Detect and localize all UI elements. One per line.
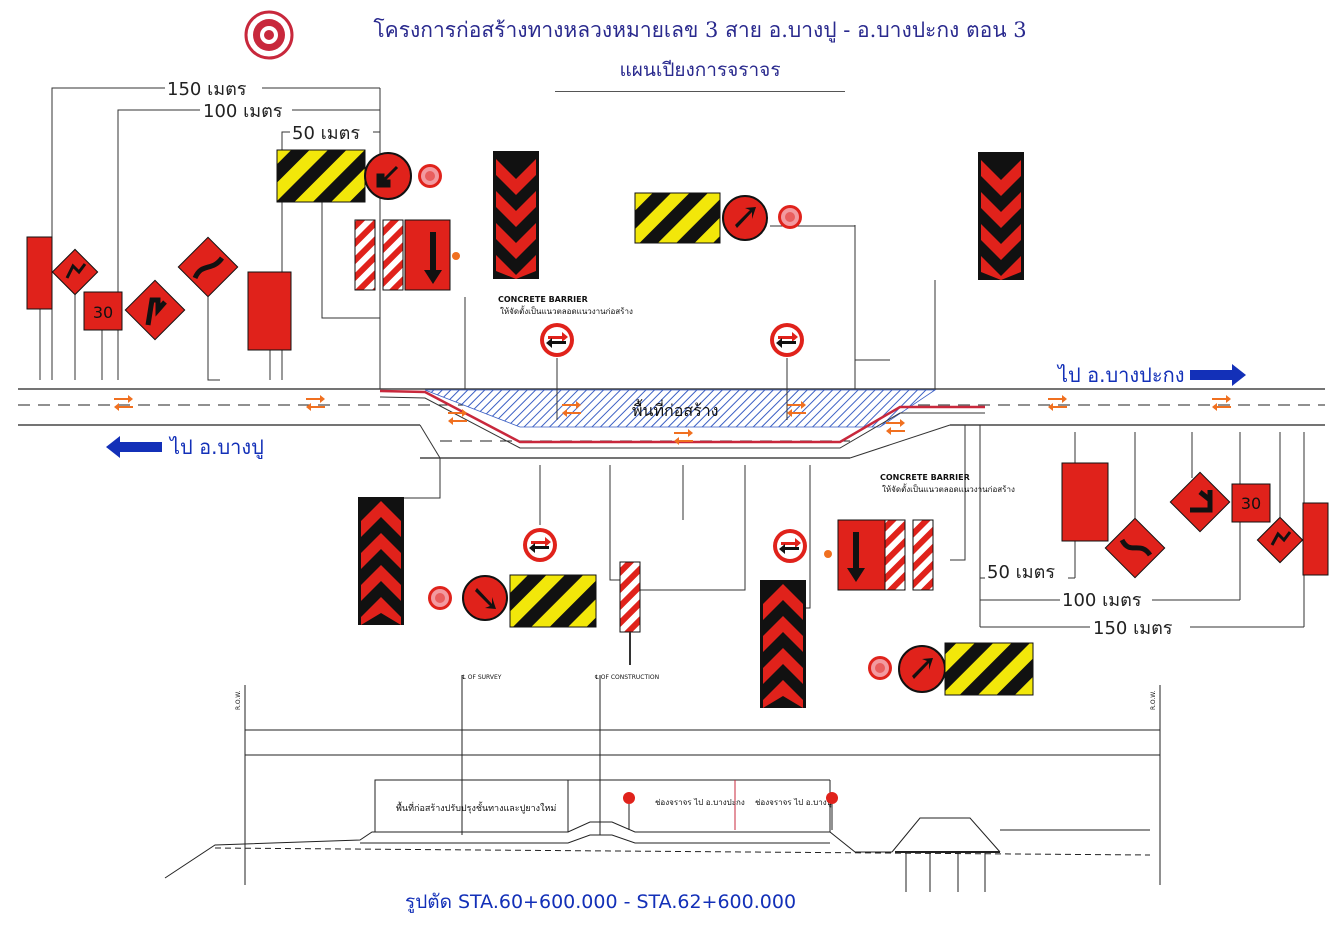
arrow-sign-bottom-left-icon bbox=[462, 575, 508, 621]
distance-label-50-left: 50 เมตร bbox=[292, 123, 360, 144]
two-way-sign-4-icon bbox=[773, 529, 807, 563]
survey-centerline-label: ℄ OF SURVEY bbox=[462, 674, 502, 681]
distance-label-150-left: 150 เมตร bbox=[167, 79, 247, 100]
row-label-left: R.O.W. bbox=[235, 691, 242, 710]
reconstruction-area-label: พื้นที่ก่อสร้างปรับปรุงชั้นทางและปูยางให… bbox=[396, 801, 556, 814]
page-subtitle: แผนเปียงการจราจร bbox=[555, 55, 845, 92]
barricade-2 bbox=[382, 219, 404, 291]
construction-centerline-label: ℄ OF CONSTRUCTION bbox=[595, 674, 659, 681]
speed-limit-value: 30 bbox=[93, 303, 113, 322]
detour-sign bbox=[247, 271, 292, 351]
two-way-sign-1-icon bbox=[540, 323, 574, 357]
warning-lamp-icon-2 bbox=[778, 205, 802, 229]
road-outline bbox=[18, 388, 1325, 459]
concrete-barrier-note-top: ให้จัดตั้งเป็นแนวตลอดแนวงานก่อสร้าง bbox=[500, 305, 633, 316]
road-closed-sign-left bbox=[404, 219, 451, 291]
warning-lamp-icon-3 bbox=[428, 586, 452, 610]
two-way-sign-3-icon bbox=[523, 528, 557, 562]
detour-sign-right bbox=[1061, 462, 1109, 542]
arrow-sign-top-center-icon bbox=[722, 195, 768, 241]
work-zone-sign-right bbox=[1302, 502, 1329, 576]
distance-lines-left bbox=[39, 87, 558, 420]
warning-lamp-icon-4 bbox=[868, 656, 892, 680]
concrete-barrier-label-bottom: CONCRETE BARRIER bbox=[880, 473, 970, 482]
yellow-black-board-top-center bbox=[634, 192, 721, 244]
worker-sign-icon bbox=[51, 248, 99, 296]
keep-left-arrow-sign-icon bbox=[364, 152, 412, 200]
merge-sign-icon bbox=[124, 279, 186, 341]
chevron-board-bottom-center bbox=[760, 580, 806, 708]
speed-limit-sign bbox=[83, 291, 123, 331]
yellow-black-board-bottom-left bbox=[509, 574, 597, 628]
yellow-black-board-bottom-right bbox=[944, 642, 1034, 696]
cross-section-drawing bbox=[164, 675, 1161, 892]
chevron-board-bottom-left bbox=[358, 497, 404, 625]
barricade-4 bbox=[912, 519, 934, 591]
speed-limit-value-right: 30 bbox=[1241, 494, 1261, 513]
direction-label-bangpu: ไป อ.บางปู bbox=[168, 435, 264, 460]
left-warning-signs: 30 bbox=[26, 236, 292, 351]
distance-label-100-left: 100 เมตร bbox=[203, 101, 283, 122]
cross-section-caption: รูปตัด STA.60+600.000 - STA.62+600.000 bbox=[405, 891, 796, 913]
arrow-right-icon bbox=[1190, 364, 1246, 386]
construction-area-hatch bbox=[424, 389, 937, 428]
arrow-sign-bottom-right-icon bbox=[898, 645, 946, 693]
cross-section-sign-icons bbox=[623, 792, 838, 830]
barricade-3 bbox=[884, 519, 906, 591]
row-label-right: R.O.W. bbox=[1150, 691, 1157, 710]
barricade-post bbox=[619, 561, 641, 633]
merge-sign-right-icon bbox=[1169, 471, 1231, 533]
work-zone-sign bbox=[26, 236, 53, 310]
lane-label-bangpakong: ช่องจราจร ไป อ.บางปะกง bbox=[655, 798, 745, 807]
speed-limit-sign-right bbox=[1231, 483, 1271, 523]
warning-lamp-icon bbox=[418, 164, 442, 188]
concrete-barrier-label-top: CONCRETE BARRIER bbox=[498, 295, 588, 304]
distance-label-150-right: 150 เมตร bbox=[1093, 618, 1173, 639]
distance-label-100-right: 100 เมตร bbox=[1062, 590, 1142, 611]
organization-logo-icon bbox=[244, 10, 294, 60]
construction-area-label: พื้นที่ก่อสร้าง bbox=[632, 399, 718, 420]
direction-label-bangpakong: ไป อ.บางปะกง bbox=[1056, 363, 1184, 387]
chevron-board-top-right bbox=[978, 152, 1024, 280]
flash-lamp-icon bbox=[452, 252, 460, 260]
page-title: โครงการก่อสร้างทางหลวงหมายเลข 3 สาย อ.บา… bbox=[373, 18, 1027, 42]
distance-label-50-right: 50 เมตร bbox=[987, 562, 1055, 583]
concrete-barrier-note-bottom: ให้จัดตั้งเป็นแนวตลอดแนวงานก่อสร้าง bbox=[882, 483, 1015, 494]
chevron-board-top-center bbox=[493, 151, 539, 279]
worker-sign-right-icon bbox=[1256, 516, 1304, 564]
road-closed-sign-right bbox=[837, 519, 886, 591]
yellow-black-board-top-left bbox=[276, 149, 366, 203]
arrow-left-icon bbox=[106, 436, 162, 458]
right-warning-signs: 30 bbox=[1061, 462, 1329, 579]
two-way-sign-2-icon bbox=[770, 323, 804, 357]
flash-lamp-icon-2 bbox=[824, 550, 832, 558]
lane-label-bangpu: ช่องจราจร ไป อ.บางปู bbox=[755, 798, 832, 808]
barricade-1 bbox=[354, 219, 376, 291]
